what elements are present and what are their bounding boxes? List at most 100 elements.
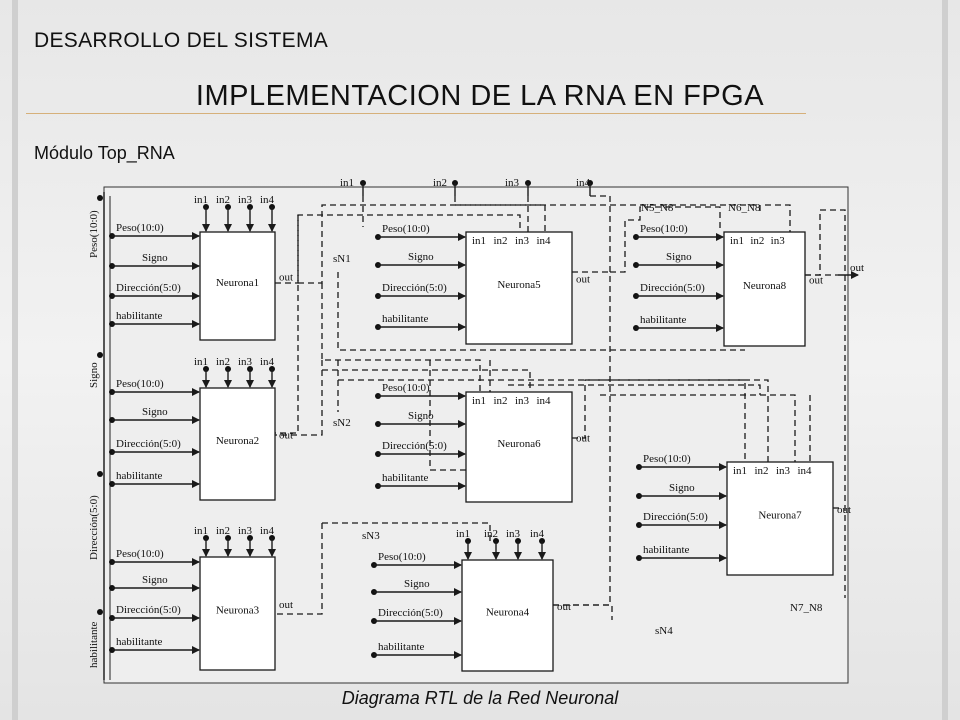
signal-label-sN1: sN1 <box>333 253 351 265</box>
port-label-peso-n8: Peso(10:0) <box>640 223 688 235</box>
port-label-out-n2: out <box>279 429 293 441</box>
neuron-label-n7: Neurona7 <box>758 510 802 522</box>
inner-label-in3-n8: in3 <box>771 235 786 247</box>
neuron-label-n2: Neurona2 <box>216 435 259 447</box>
top-label-in1-n1: in1 <box>194 194 208 206</box>
decor-strip-right <box>942 0 948 720</box>
port-label-direccion-n1: Dirección(5:0) <box>116 282 181 294</box>
port-label-habilitante-n5: habilitante <box>382 313 429 325</box>
decor-strip-left <box>12 0 18 720</box>
port-label-habilitante-n1: habilitante <box>116 310 163 322</box>
neuron-label-n4: Neurona4 <box>486 607 530 619</box>
global-input-label-in1: in1 <box>340 177 354 189</box>
port-label-direccion-n7: Dirección(5:0) <box>643 511 708 523</box>
port-label-signo-n8: Signo <box>666 251 692 263</box>
port-label-habilitante-n2: habilitante <box>116 470 163 482</box>
port-label-direccion-n6: Dirección(5:0) <box>382 440 447 452</box>
neuron-block-n8 <box>723 231 806 347</box>
port-label-direccion-n3: Dirección(5:0) <box>116 604 181 616</box>
neuron-label-n5: Neurona5 <box>497 279 541 291</box>
top-label-in3-n3: in3 <box>238 525 253 537</box>
top-label-in4-n3: in4 <box>260 525 275 537</box>
page-title: IMPLEMENTACION DE LA RNA EN FPGA <box>195 80 765 112</box>
global-input-label-in3: in3 <box>505 177 520 189</box>
module-label: Módulo Top_RNA <box>34 143 175 163</box>
bus-label-peso: Peso(10:0) <box>88 210 100 258</box>
inner-label-in4-n7: in4 <box>798 465 813 477</box>
port-label-out-n1: out <box>279 272 293 284</box>
top-label-in4-n2: in4 <box>260 356 275 368</box>
top-label-in2-n1: in2 <box>216 194 230 206</box>
bus-dot-0 <box>97 195 103 201</box>
inner-label-in1-n7: in1 <box>733 465 747 477</box>
port-label-out-n4: out <box>557 601 571 613</box>
bus-dot-1 <box>97 352 103 358</box>
top-label-in3-n1: in3 <box>238 194 253 206</box>
inner-label-in2-n7: in2 <box>755 465 769 477</box>
inner-label-in3-n7: in3 <box>776 465 791 477</box>
top-label-in3-n4: in3 <box>506 528 521 540</box>
port-label-direccion-n4: Dirección(5:0) <box>378 607 443 619</box>
diagram-caption: Diagrama RTL de la Red Neuronal <box>341 688 619 708</box>
signal-label-N6_N8: N6_N8 <box>728 202 761 214</box>
port-label-habilitante-n4: habilitante <box>378 641 425 653</box>
section-title: DESARROLLO DEL SISTEMA <box>34 29 329 52</box>
inner-label-in2-n8: in2 <box>750 235 764 247</box>
neuron-label-n1: Neurona1 <box>216 277 259 289</box>
inner-label-in3-n6: in3 <box>515 395 530 407</box>
inner-label-in2-n5: in2 <box>494 235 508 247</box>
neuron-block-n2 <box>199 387 276 501</box>
neuron-block-n1 <box>199 231 276 341</box>
port-label-peso-n4: Peso(10:0) <box>378 551 426 563</box>
port-label-direccion-n2: Dirección(5:0) <box>116 438 181 450</box>
global-input-label-in2: in2 <box>433 177 447 189</box>
signal-label-N7_N8: N7_N8 <box>790 602 823 614</box>
top-label-in3-n2: in3 <box>238 356 253 368</box>
port-label-peso-n1: Peso(10:0) <box>116 222 164 234</box>
port-label-signo-n5: Signo <box>408 251 434 263</box>
inner-label-in1-n6: in1 <box>472 395 486 407</box>
top-label-in1-n2: in1 <box>194 356 208 368</box>
neuron-block-n7 <box>726 461 834 576</box>
port-label-peso-n3: Peso(10:0) <box>116 548 164 560</box>
top-label-in1-n3: in1 <box>194 525 208 537</box>
top-label-in4-n4: in4 <box>530 528 545 540</box>
neuron-label-n3: Neurona3 <box>216 605 260 617</box>
port-label-out-n6: out <box>576 433 590 445</box>
port-label-peso-n2: Peso(10:0) <box>116 378 164 390</box>
interconnect-wires <box>275 195 846 620</box>
neuron-label-n6: Neurona6 <box>497 438 541 450</box>
inner-label-in2-n6: in2 <box>494 395 508 407</box>
port-label-direccion-n5: Dirección(5:0) <box>382 282 447 294</box>
neuron-block-n5 <box>465 231 573 345</box>
port-label-habilitante-n3: habilitante <box>116 636 163 648</box>
port-label-habilitante-n6: habilitante <box>382 472 429 484</box>
port-label-direccion-n8: Dirección(5:0) <box>640 282 705 294</box>
signal-label-sN2: sN2 <box>333 417 351 429</box>
port-label-signo-n1: Signo <box>142 252 168 264</box>
inner-label-in1-n8: in1 <box>730 235 744 247</box>
port-label-signo-n4: Signo <box>404 578 430 590</box>
global-input-label-in4: in4 <box>576 177 591 189</box>
top-label-in4-n1: in4 <box>260 194 275 206</box>
bus-label-habilitante: habilitante <box>88 621 100 668</box>
inner-label-in3-n5: in3 <box>515 235 530 247</box>
signal-label-sN3: sN3 <box>362 530 380 542</box>
top-label-in2-n2: in2 <box>216 356 230 368</box>
port-label-signo-n7: Signo <box>669 482 695 494</box>
port-label-out-n7: out <box>837 504 851 516</box>
port-label-peso-n6: Peso(10:0) <box>382 382 430 394</box>
port-label-out-n8: out <box>809 274 823 286</box>
bus-dot-3 <box>97 609 103 615</box>
port-label-out-n5: out <box>576 273 590 285</box>
port-label-habilitante-n7: habilitante <box>643 544 690 556</box>
bus-label-signo: Signo <box>88 362 100 388</box>
signal-label-N5_N8: N5_N8 <box>641 202 674 214</box>
signal-label-out: out <box>850 262 864 274</box>
bus-dot-2 <box>97 471 103 477</box>
neuron-block-n6 <box>465 391 573 503</box>
neuron-label-n8: Neurona8 <box>743 280 787 292</box>
neuron-block-n3 <box>199 556 276 671</box>
title-underline <box>26 113 806 114</box>
